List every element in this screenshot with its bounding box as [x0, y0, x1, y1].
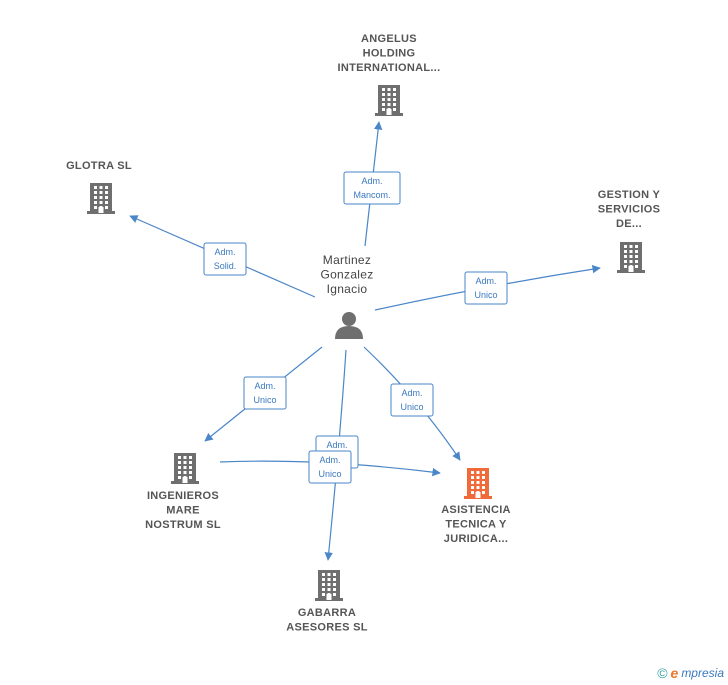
company-name-angelus-line: ANGELUS: [361, 33, 417, 45]
edge-label-box: [390, 383, 434, 417]
edge-label-text: Unico: [318, 469, 341, 479]
edge-label-text: Unico: [253, 395, 276, 405]
edge-label-box: [343, 171, 401, 205]
company-name-gestion-line: GESTION Y: [598, 189, 661, 201]
company-name-asistencia: ASISTENCIA TECNICA Y JURIDICA...: [441, 504, 511, 545]
company-name-gestion-line: DE...: [616, 218, 642, 230]
company-name-gabarra-line: GABARRA: [298, 607, 356, 619]
copyright-icon: ©: [657, 665, 668, 681]
edge-label: Adm. Solid.: [203, 242, 247, 276]
edge-label: Adm. Unico: [390, 383, 434, 417]
edge-label-text: Solid.: [214, 261, 237, 271]
company-name-ingenieros-line: INGENIEROS: [147, 490, 219, 502]
edge-label-text: Unico: [474, 290, 497, 300]
edge-label-box: [464, 271, 508, 305]
edge-label-text: Adm.: [401, 388, 422, 398]
edge-label-box: [308, 450, 352, 484]
brand-initial: e: [670, 665, 679, 681]
edge-label-text: Adm.: [214, 247, 235, 257]
company-name-ingenieros-line: NOSTRUM SL: [145, 519, 221, 531]
building-icon[interactable]: [464, 468, 492, 499]
edge-label-text: Mancom.: [353, 190, 390, 200]
building-icon[interactable]: [171, 453, 199, 484]
company-name-asistencia-line: ASISTENCIA: [441, 504, 511, 516]
company-name-angelus-line: HOLDING: [363, 48, 416, 60]
edge-label-text: Unico: [400, 402, 423, 412]
building-icon[interactable]: [617, 242, 645, 273]
edge-label-text: Adm.: [475, 276, 496, 286]
edge-label-box: [243, 376, 287, 410]
company-name-angelus-line: INTERNATIONAL...: [338, 62, 441, 74]
edge-label-text: Adm.: [319, 455, 340, 465]
company-name-ingenieros-line: MARE: [166, 505, 200, 517]
company-name-asistencia-line: JURIDICA...: [444, 533, 508, 545]
edge-label-text: Adm.: [361, 176, 382, 186]
edge-labels-layer: Adm.Mancom.Adm.Solid.Adm.UnicoAdm.UnicoA…: [203, 171, 508, 484]
company-name-gestion-line: SERVICIOS: [598, 204, 660, 216]
person-icon[interactable]: [335, 312, 363, 339]
person-name-line: Gonzalez: [320, 268, 373, 282]
company-name-asistencia-line: TECNICA Y: [445, 519, 507, 531]
edge-label: Adm. Unico: [308, 450, 352, 484]
company-name-ingenieros: INGENIEROS MARE NOSTRUM SL: [145, 490, 221, 531]
building-icon[interactable]: [375, 85, 403, 116]
company-name-gestion: GESTION Y SERVICIOS DE...: [598, 189, 661, 230]
company-name-gabarra-line: ASESORES SL: [286, 622, 368, 634]
edge-label: Adm. Unico: [464, 271, 508, 305]
person-name-line: Ignacio: [327, 282, 368, 296]
edge-label-text: Adm.: [254, 381, 275, 391]
company-name-gabarra: GABARRA ASESORES SL: [286, 607, 368, 634]
company-name-glotra-line: GLOTRA SL: [66, 160, 132, 172]
edge-label: Adm. Unico: [243, 376, 287, 410]
company-name-glotra: GLOTRA SL: [66, 160, 132, 172]
edge-label: Adm. Mancom.: [343, 171, 401, 205]
edge-label-box: [203, 242, 247, 276]
company-name-angelus: ANGELUS HOLDING INTERNATIONAL...: [338, 33, 441, 74]
brand-name: mpresia: [681, 666, 724, 680]
person-name-line: Martinez: [323, 253, 371, 267]
edge-label-text: Adm.: [326, 440, 347, 450]
building-icon[interactable]: [315, 570, 343, 601]
building-icon[interactable]: [87, 183, 115, 214]
